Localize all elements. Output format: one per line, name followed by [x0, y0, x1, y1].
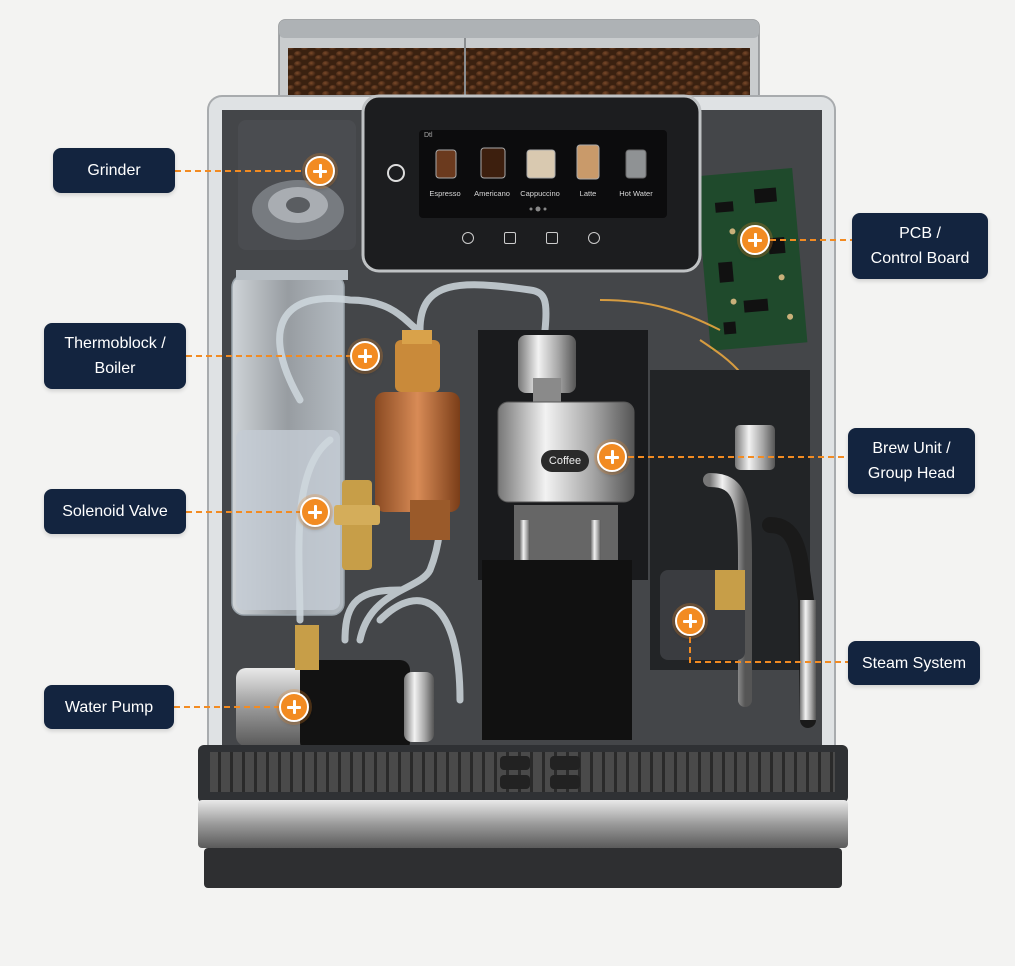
callout-pcb-line1: PCB / — [899, 225, 941, 242]
callout-steam-text: Steam System — [861, 654, 967, 672]
pcb-plus-icon[interactable] — [740, 225, 770, 255]
callout-pump-text: Water Pump — [64, 698, 154, 716]
callout-pcb[interactable]: PCB / Control Board — [852, 213, 988, 279]
timer-icon[interactable] — [588, 232, 600, 244]
power-icon[interactable] — [387, 164, 405, 182]
callout-thermoblock[interactable]: Thermoblock / Boiler — [44, 323, 186, 389]
drink-cappuccino[interactable]: Cappuccino — [520, 189, 560, 198]
callout-brew-line1: Brew Unit / — [872, 440, 951, 457]
callout-thermoblock-line1: Thermoblock / — [64, 335, 166, 352]
callout-grinder-text: Grinder — [87, 162, 141, 179]
thermoblock-plus-icon[interactable] — [350, 341, 380, 371]
callout-solenoid[interactable]: Solenoid Valve — [44, 489, 186, 534]
drink-americano[interactable]: Americano — [474, 189, 510, 198]
callout-pcb-line2: Control Board — [870, 250, 970, 267]
callout-thermoblock-line2: Boiler — [94, 360, 136, 377]
grinder-plus-icon[interactable] — [305, 156, 335, 186]
callout-pump[interactable]: Water Pump — [44, 685, 174, 729]
menu-icon[interactable] — [504, 232, 516, 244]
pump-plus-icon[interactable] — [279, 692, 309, 722]
settings-icon[interactable] — [546, 232, 558, 244]
power-icon-small[interactable] — [462, 232, 474, 244]
solenoid-plus-icon[interactable] — [300, 497, 330, 527]
display-header: Dtl — [424, 132, 433, 139]
callout-solenoid-text: Solenoid Valve — [62, 503, 168, 520]
brew-unit-label: Coffee — [541, 450, 589, 472]
callout-brew[interactable]: Brew Unit / Group Head — [848, 428, 975, 494]
callout-brew-line2: Group Head — [867, 465, 956, 482]
drink-espresso[interactable]: Espresso — [429, 189, 461, 198]
brew-plus-icon[interactable] — [597, 442, 627, 472]
callout-steam[interactable]: Steam System — [848, 641, 980, 685]
drink-latte[interactable]: Latte — [579, 189, 597, 198]
steam-plus-icon[interactable] — [675, 606, 705, 636]
drink-hot-water[interactable]: Hot Water — [619, 189, 653, 198]
callout-grinder[interactable]: Grinder — [53, 148, 175, 193]
